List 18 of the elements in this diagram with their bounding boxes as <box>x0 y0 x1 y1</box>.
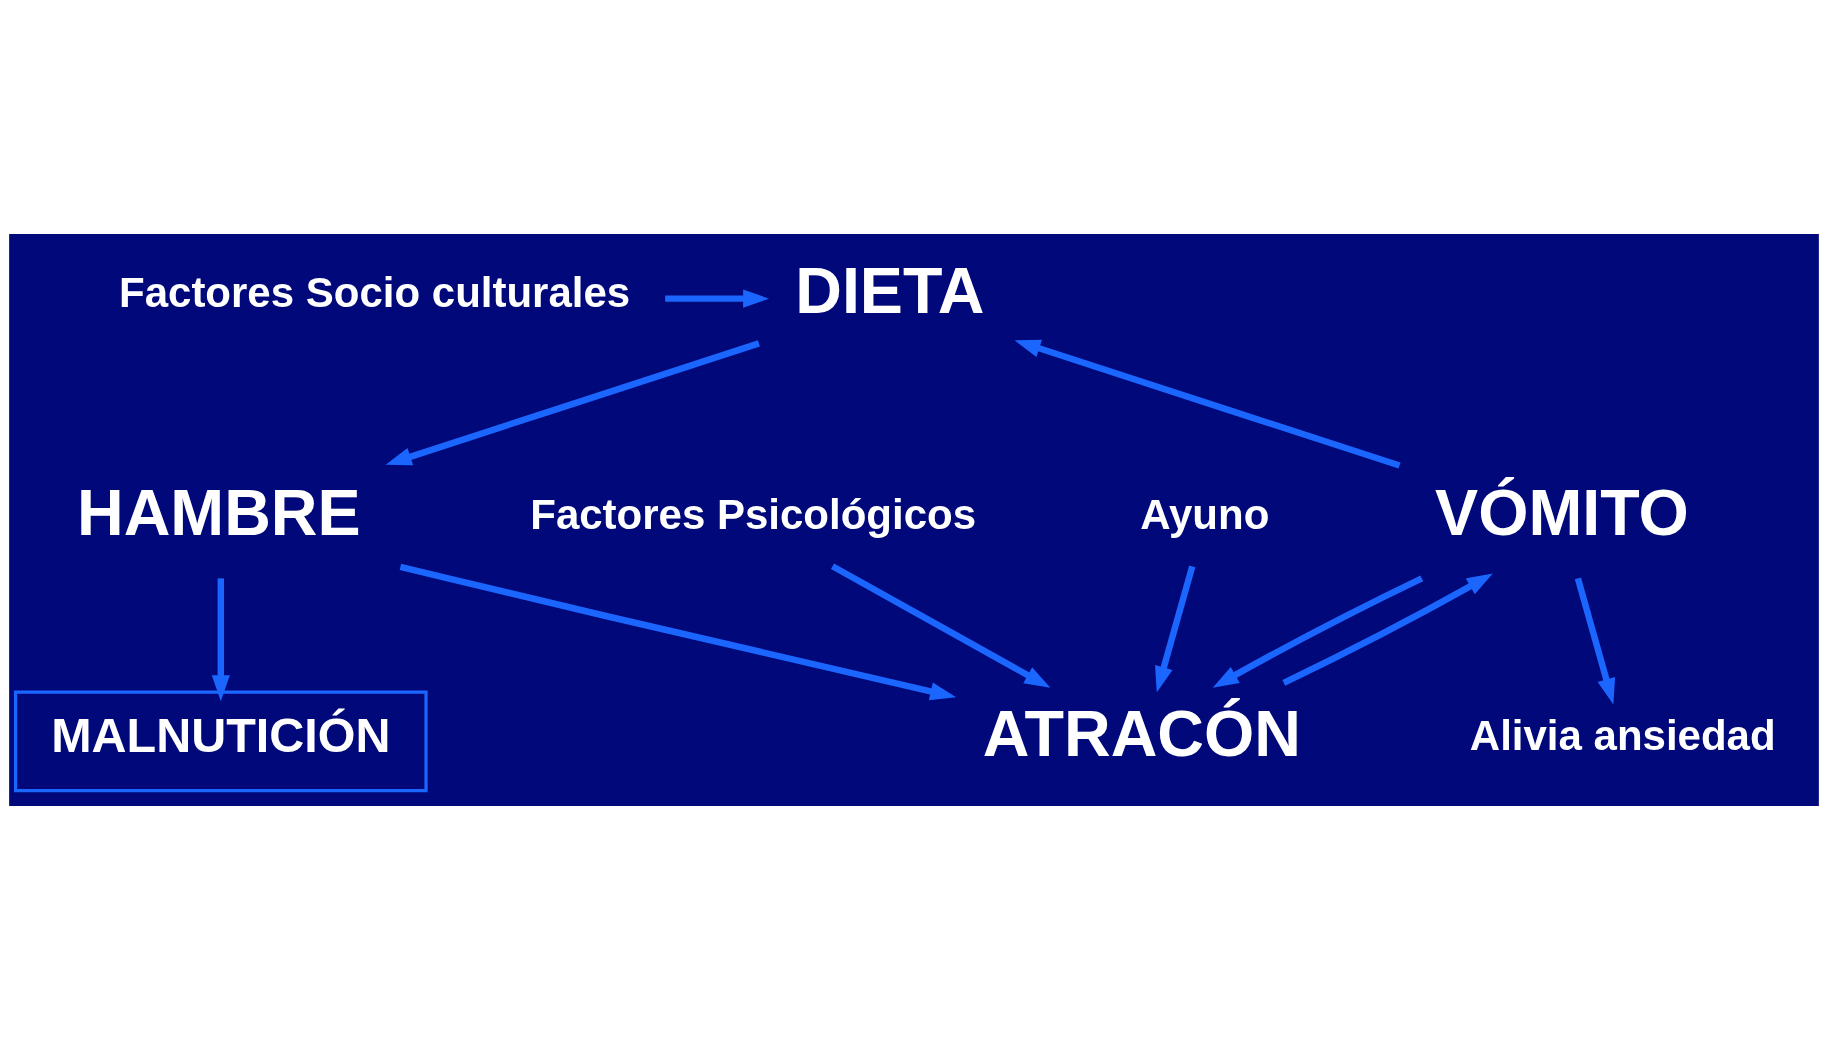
arrow <box>385 339 760 465</box>
arrow <box>399 563 957 700</box>
arrow <box>1212 574 1424 688</box>
node-text: Factores Psicológicos <box>530 490 977 538</box>
arrow <box>1155 564 1196 692</box>
arrow <box>1014 339 1401 469</box>
node-text: VÓMITO <box>1435 475 1689 549</box>
node-text: Factores Socio culturales <box>119 268 631 316</box>
node-text: HAMBRE <box>77 475 361 549</box>
node-text: DIETA <box>795 253 985 327</box>
arrow <box>1574 577 1616 704</box>
node-text: ATRACÓN <box>982 696 1301 770</box>
arrow <box>211 577 230 701</box>
node-box: MALNUTICIÓN <box>14 689 428 792</box>
node-text: Alivia ansiedad <box>1469 711 1776 759</box>
arrow <box>830 562 1051 688</box>
node-text: Ayuno <box>1140 490 1270 538</box>
arrow <box>1282 573 1493 686</box>
